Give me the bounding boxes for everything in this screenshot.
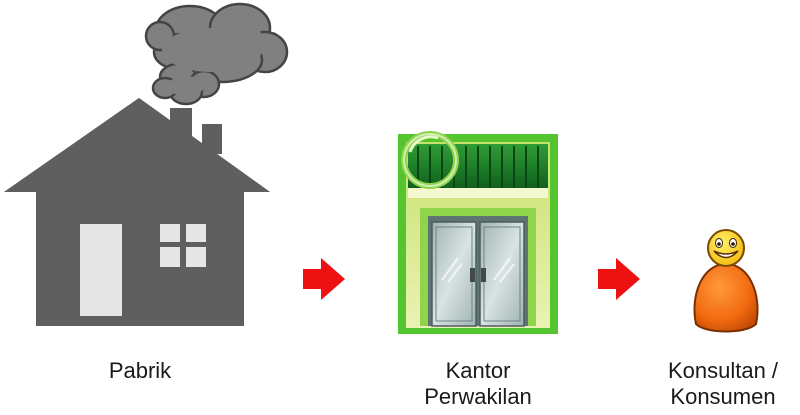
house-window (160, 224, 206, 267)
flow-arrow-1 (303, 258, 345, 300)
node-label-line: Pabrik (108, 358, 172, 383)
node-label-line: Perwakilan (424, 384, 532, 409)
ring-logo-icon (401, 131, 459, 189)
office-building-icon (398, 131, 558, 334)
person-icon (693, 229, 759, 333)
house-door (80, 224, 122, 316)
flow-arrow-2 (598, 258, 640, 300)
consumer-node (686, 226, 766, 336)
office-node (398, 130, 558, 334)
node-label-line: Konsumen (670, 384, 776, 409)
factory-house-icon (4, 2, 289, 326)
arrow-right-icon (598, 258, 640, 300)
node-label-consumer: Konsultan / Konsumen (648, 358, 798, 410)
node-label-line: Kantor (445, 358, 511, 383)
factory-node (0, 0, 290, 330)
arrow-right-icon (303, 258, 345, 300)
node-label-line: Konsultan / (667, 358, 779, 383)
node-label-factory: Pabrik (60, 358, 220, 384)
office-door-right (479, 221, 525, 327)
node-label-office: Kantor Perwakilan (398, 358, 558, 410)
